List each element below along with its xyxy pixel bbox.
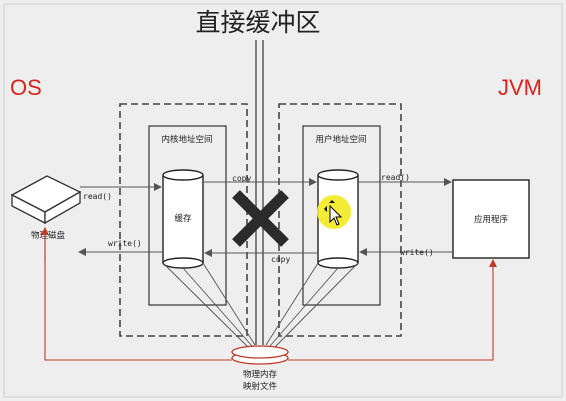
kernel-space-label: 内核地址空间 [161, 134, 212, 145]
read-right-label: read() [381, 173, 410, 182]
user-space-label: 用户地址空间 [315, 134, 366, 145]
mmap-label-2: 映射文件 [243, 381, 278, 392]
disk-icon [10, 175, 82, 225]
disk-label: 物理磁盘 [31, 230, 66, 241]
kernel-space-box [148, 125, 227, 306]
copy-bottom-label: copy [271, 255, 290, 264]
red-link-app [288, 259, 497, 361]
kernel-cache-cylinder [162, 169, 204, 269]
red-link-disk [44, 229, 232, 361]
user-space-box [302, 125, 381, 306]
os-label: OS [10, 75, 42, 100]
cache-label: 缓存 [174, 213, 192, 224]
forbidden-cross-icon [232, 190, 289, 247]
kernel-dashed-box [119, 103, 248, 337]
write-left-label: write() [108, 239, 142, 248]
application-box [452, 179, 530, 259]
user-dashed-box [278, 103, 402, 337]
mmap-convergence-lines [162, 262, 359, 348]
diagram-title: 直接缓冲区 [195, 8, 320, 37]
mmap-ellipse [231, 345, 289, 365]
outer-frame [3, 3, 563, 398]
move-cursor-icon [324, 200, 343, 226]
copy-top-label: copy [232, 174, 251, 183]
application-label: 应用程序 [474, 214, 509, 225]
mmap-label-1: 物理内存 [243, 369, 278, 380]
read-left-label: read() [83, 192, 112, 201]
jvm-label: JVM [498, 75, 542, 100]
write-right-label: write() [400, 248, 434, 257]
